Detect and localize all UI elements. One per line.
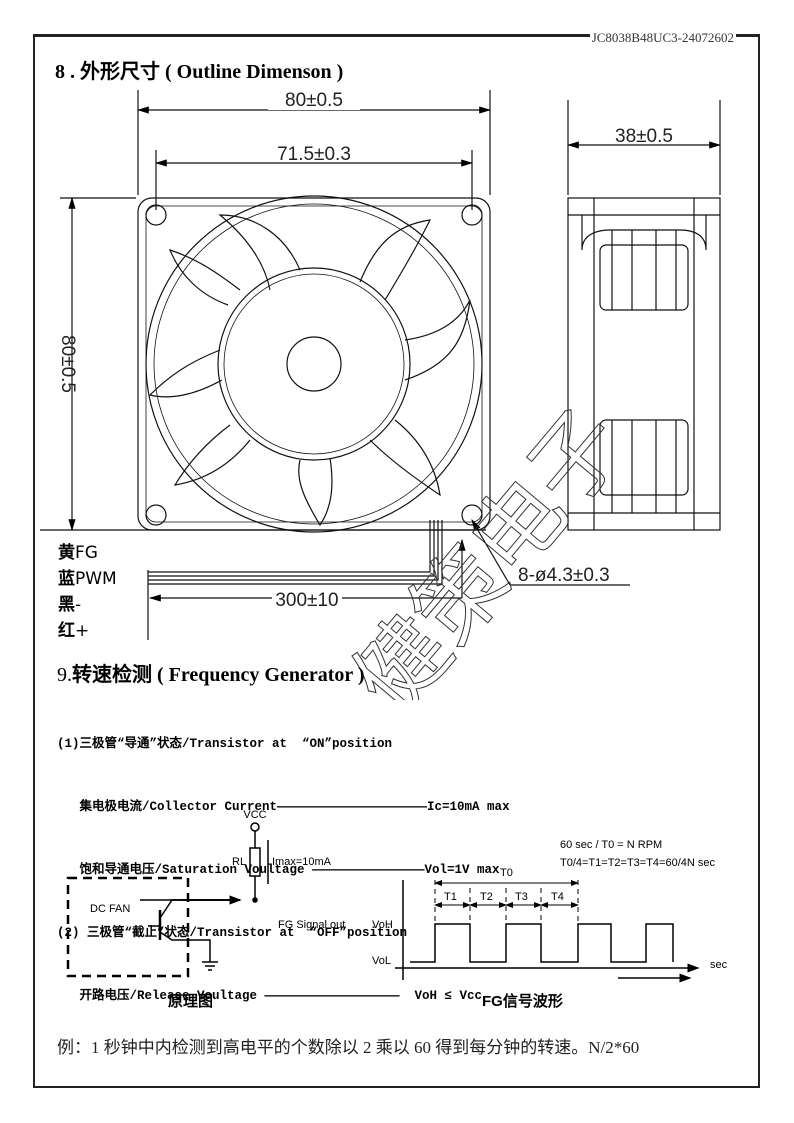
imax-label: Imax=10mA xyxy=(272,856,332,868)
t2-label: T2 xyxy=(480,891,493,903)
dim-height: 80±0.5 xyxy=(57,335,78,393)
outline-drawing: 80±0.5 71.5±0.3 38±0.5 80±0.5 8-ø4.3±0.3… xyxy=(40,88,722,700)
wire-pwm: 蓝PWM xyxy=(58,569,117,589)
sec-label: sec xyxy=(710,959,728,971)
voh-label: VoH xyxy=(372,919,393,931)
dim-holes: 8-ø4.3±0.3 xyxy=(518,565,610,586)
formula-2: T0/4=T1=T2=T3=T4=60/4N sec xyxy=(560,857,716,869)
spec-line: (1)三极管“导通”状态/Transistor at “ON”position xyxy=(57,737,393,751)
dim-width: 80±0.5 xyxy=(285,90,343,111)
dim-depth: 38±0.5 xyxy=(615,126,673,147)
t3-label: T3 xyxy=(515,891,528,903)
rpm-note: 例：1 秒钟中内检测到高电平的个数除以 2 乘以 60 得到每分钟的转速。N/2… xyxy=(57,1038,640,1057)
section-9-title: 9.转速检测 ( Frequency Generator ) xyxy=(57,664,365,686)
spec-line: 开路电压/Release Voultage ——————————————————… xyxy=(57,989,483,1003)
t4-label: T4 xyxy=(551,891,564,903)
dim-lead-length: 300±10 xyxy=(275,590,338,611)
spec-line: 集电极电流/Collector Current—————————————————… xyxy=(57,800,510,814)
fg-signal-label: FG Signal out xyxy=(278,919,345,931)
document-id: JC8038B48UC3-24072602 xyxy=(589,30,736,46)
wire-pos: 红+ xyxy=(58,621,90,641)
dc-fan-label: DC FAN xyxy=(90,903,130,915)
section-8-title: 8 . 外形尺寸 ( Outline Dimenson ) xyxy=(55,61,344,83)
fg-diagrams: VCC RL Imax=10mA DC FAN FG Signal out 原理… xyxy=(66,809,728,1010)
page-border xyxy=(33,34,760,1088)
wire-legend: 黄FG 蓝PWM 黑- 红+ xyxy=(58,540,117,644)
t0-label: T0 xyxy=(500,867,513,879)
wire-neg: 黑- xyxy=(58,595,82,615)
formula-1: 60 sec / T0 = N RPM xyxy=(560,839,662,851)
wire-fg: 黄FG xyxy=(58,543,98,563)
vcc-label: VCC xyxy=(243,809,266,821)
waveform-caption: FG信号波形 xyxy=(482,992,563,1010)
vol-label: VoL xyxy=(372,955,391,967)
t1-label: T1 xyxy=(444,891,457,903)
spec-line: (2) 三极管“截止”状态/Transistor at “OFF”positio… xyxy=(57,926,408,940)
rl-label: RL xyxy=(232,856,246,868)
dim-hole-pitch: 71.5±0.3 xyxy=(277,144,351,165)
fg-spec-text: (1)三极管“导通”状态/Transistor at “ON”position … xyxy=(57,692,510,1028)
schematic-caption: 原理图 xyxy=(168,993,213,1010)
